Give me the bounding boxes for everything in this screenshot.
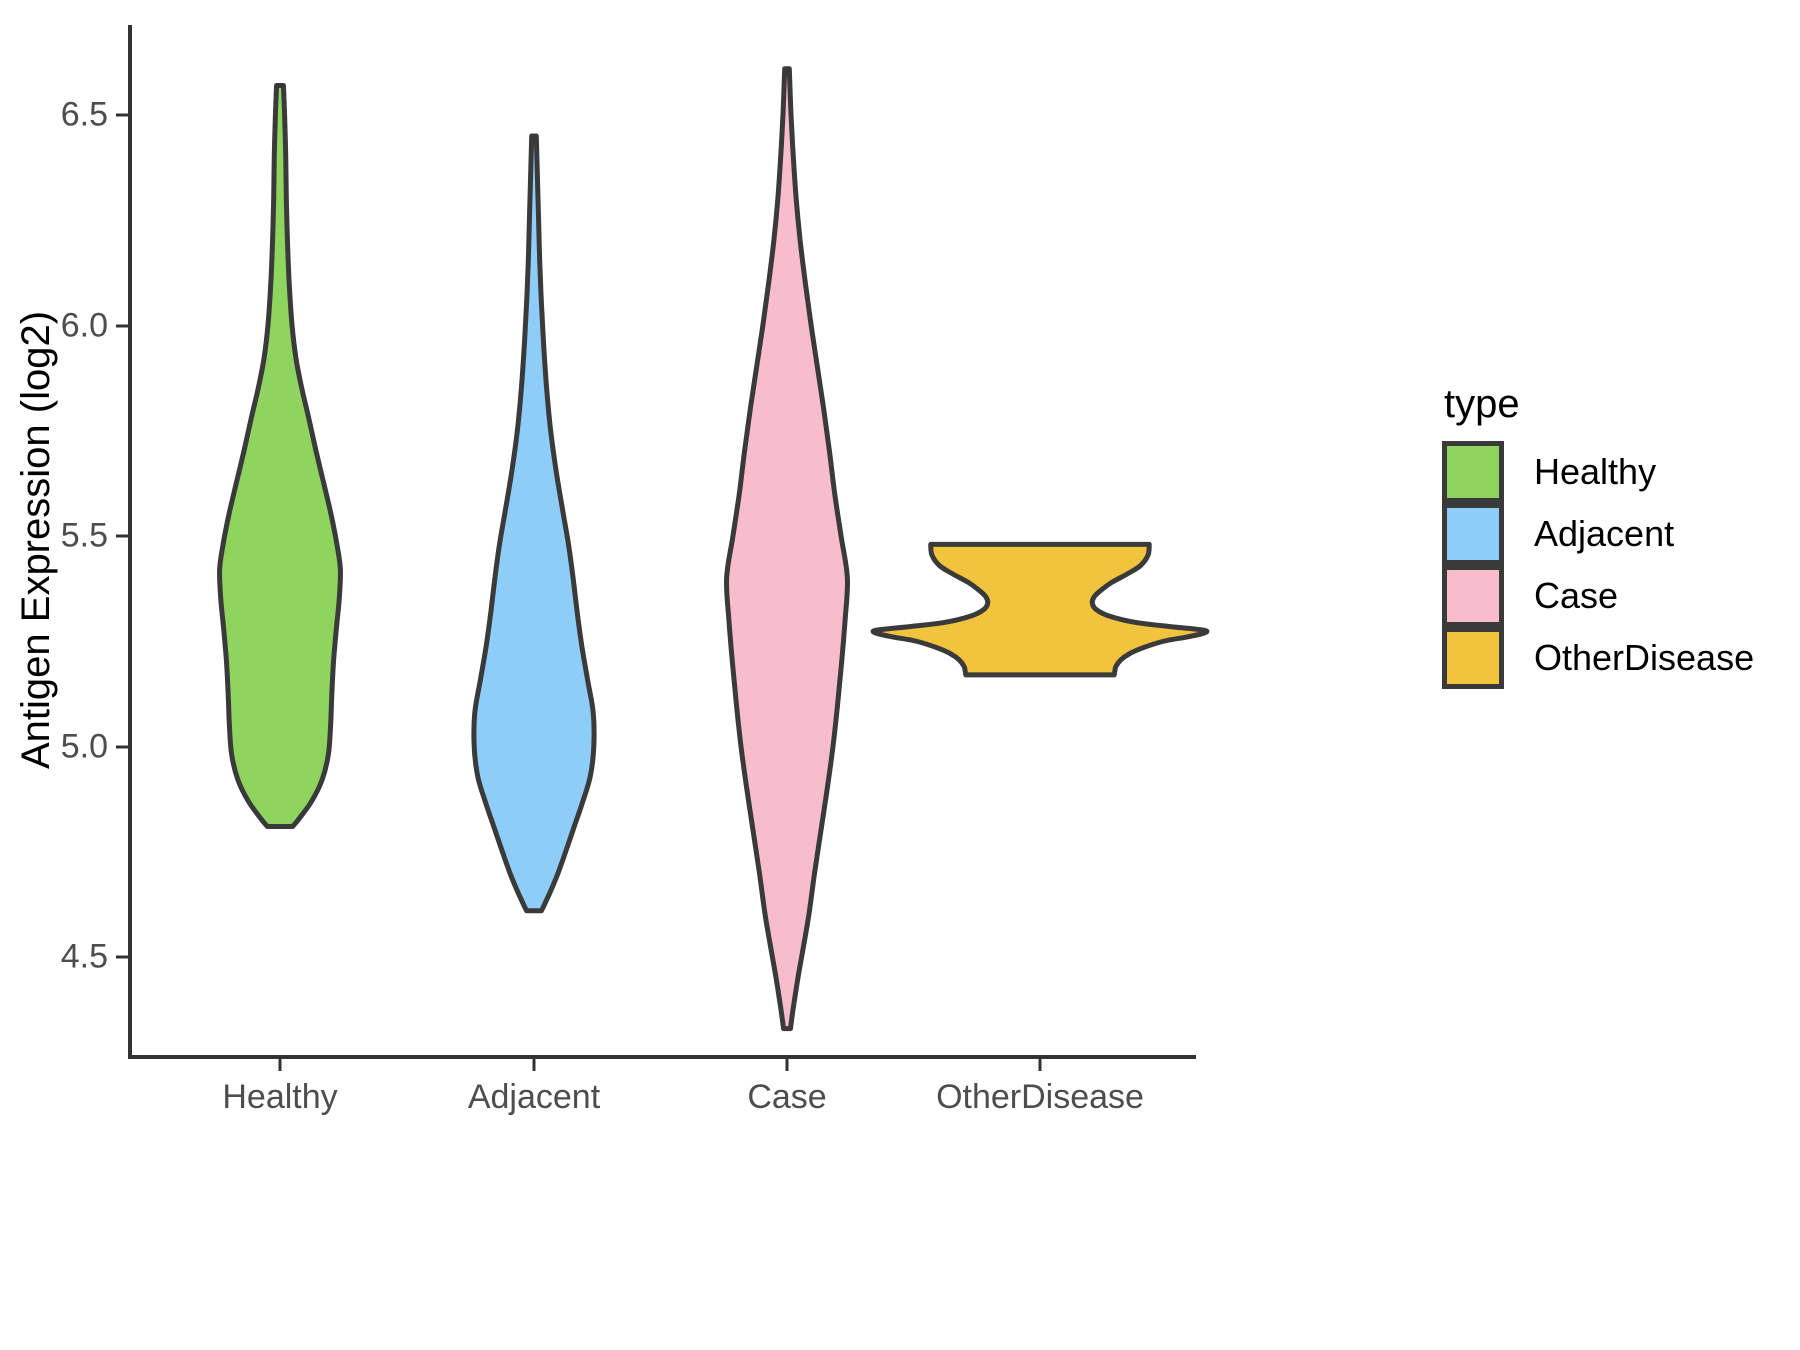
- legend-key-swatch: [1442, 441, 1504, 503]
- legend-item-label: Healthy: [1534, 451, 1657, 492]
- violin-otherdisease: [870, 541, 1210, 678]
- legend-item-adjacent[interactable]: Adjacent: [1442, 503, 1754, 565]
- y-tick-label: 4.5: [60, 937, 108, 976]
- legend-item-case[interactable]: Case: [1442, 565, 1754, 627]
- legend-item-label: Adjacent: [1534, 513, 1675, 554]
- legend-title: type: [1444, 382, 1520, 426]
- x-tick-mark: [532, 1059, 536, 1071]
- x-tick-label-case: Case: [747, 1078, 827, 1116]
- legend-item-label: OtherDisease: [1534, 637, 1755, 678]
- x-tick-mark: [1038, 1059, 1042, 1071]
- x-tick-mark: [278, 1059, 282, 1071]
- violin-case: [723, 66, 851, 1032]
- legend-key-swatch: [1442, 503, 1504, 565]
- legend-item-otherdisease[interactable]: OtherDisease: [1442, 627, 1754, 689]
- x-tick-label-otherdisease: OtherDisease: [936, 1078, 1144, 1116]
- legend-item-label: Case: [1534, 575, 1619, 616]
- violin-healthy: [217, 83, 343, 829]
- y-tick-mark: [116, 324, 128, 327]
- legend-key-swatch: [1442, 627, 1504, 689]
- y-tick-label: 5.0: [60, 727, 108, 765]
- y-tick-mark: [116, 113, 128, 117]
- x-tick-label-healthy: Healthy: [222, 1078, 338, 1116]
- y-tick-label: 6.5: [60, 95, 108, 134]
- legend-item-healthy[interactable]: Healthy: [1442, 441, 1754, 503]
- violin-adjacent: [471, 133, 597, 914]
- y-tick-mark: [116, 955, 128, 959]
- x-tick-mark: [785, 1059, 789, 1071]
- x-axis-line: [128, 1055, 1196, 1059]
- y-tick-label: 6.0: [60, 306, 108, 344]
- y-axis-line: [128, 25, 132, 1058]
- y-tick-mark: [116, 745, 128, 748]
- y-tick-mark: [116, 534, 128, 538]
- legend-key-swatch: [1442, 565, 1504, 627]
- x-tick-label-adjacent: Adjacent: [467, 1078, 601, 1116]
- y-tick-label: 5.5: [60, 516, 108, 555]
